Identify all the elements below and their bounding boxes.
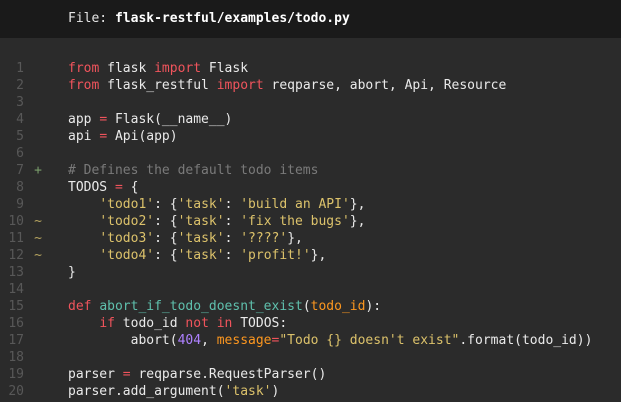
line-number: 1	[16, 61, 24, 76]
code-line: 1 from flask import Flask	[0, 60, 621, 77]
code-line: 17 abort(404, message="Todo {} doesn't e…	[0, 332, 621, 349]
code-text: }	[68, 265, 76, 280]
code-line: 7 + # Defines the default todo items	[0, 162, 621, 179]
git-marker-modified-icon: ~	[34, 231, 42, 246]
line-number: 9	[16, 197, 24, 212]
line-number: 19	[8, 367, 24, 382]
code-line: 3	[0, 94, 621, 111]
code-line: 5 api = Api(app)	[0, 128, 621, 145]
code-line: 16 if todo_id not in TODOS:	[0, 315, 621, 332]
git-marker-modified-icon: ~	[34, 248, 42, 263]
line-number: 20	[8, 384, 24, 399]
line-number: 18	[8, 350, 24, 365]
code-line: 10 ~ 'todo2': {'task': 'fix the bugs'},	[0, 213, 621, 230]
git-marker-none	[28, 111, 48, 128]
code-line: 2 from flask_restful import reqparse, abo…	[0, 77, 621, 94]
code-text: def abort_if_todo_doesnt_exist(todo_id):	[68, 299, 382, 314]
file-header: File: flask-restful/examples/todo.py	[0, 0, 621, 38]
code-area: 1 from flask import Flask 2 from flask_rest…	[0, 38, 621, 400]
git-marker-none	[28, 196, 48, 213]
line-number: 5	[16, 129, 24, 144]
git-marker-none	[28, 281, 48, 298]
git-marker-none	[28, 179, 48, 196]
code-line: 15 def abort_if_todo_doesnt_exist(todo_id…	[0, 298, 621, 315]
code-text: parser = reqparse.RequestParser()	[68, 367, 327, 382]
code-text: TODOS = {	[68, 180, 139, 195]
git-marker-none	[28, 145, 48, 162]
code-text: abort(404, message="Todo {} doesn't exis…	[68, 333, 593, 348]
code-text: 'todo2': {'task': 'fix the bugs'},	[99, 214, 366, 229]
git-marker-none	[28, 298, 48, 315]
line-number: 4	[16, 112, 24, 127]
file-label: File:	[68, 11, 115, 26]
line-number: 6	[16, 146, 24, 161]
git-marker-none	[28, 264, 48, 281]
git-marker-none	[28, 77, 48, 94]
code-line: 11 ~ 'todo3': {'task': '????'},	[0, 230, 621, 247]
line-number: 3	[16, 95, 24, 110]
code-text: 'todo3': {'task': '????'},	[99, 231, 303, 246]
code-line: 14	[0, 281, 621, 298]
git-marker-none	[28, 60, 48, 77]
code-line: 9 'todo1': {'task': 'build an API'},	[0, 196, 621, 213]
git-marker-none	[28, 332, 48, 349]
file-path: flask-restful/examples/todo.py	[114, 11, 350, 26]
code-line: 8 TODOS = {	[0, 179, 621, 196]
code-text: parser.add_argument('task')	[68, 384, 280, 399]
code-line: 18	[0, 349, 621, 366]
line-number: 11	[8, 231, 24, 246]
code-line: 13}	[0, 264, 621, 281]
line-number: 13	[8, 265, 24, 280]
code-text: app = Flask(__name__)	[68, 112, 233, 127]
line-number: 7	[16, 163, 24, 178]
code-text: if todo_id not in TODOS:	[99, 316, 288, 331]
code-line: 20 parser.add_argument('task')	[0, 383, 621, 400]
git-marker-none	[28, 349, 48, 366]
line-number: 10	[8, 214, 24, 229]
line-number: 12	[8, 248, 24, 263]
code-line: 19 parser = reqparse.RequestParser()	[0, 366, 621, 383]
git-marker-none	[28, 94, 48, 111]
code-text: api = Api(app)	[68, 129, 178, 144]
code-text: 'todo4': {'task': 'profit!'},	[99, 248, 327, 263]
git-marker-none	[28, 366, 48, 383]
line-number: 8	[16, 180, 24, 195]
code-line: 6	[0, 145, 621, 162]
code-line: 12 ~ 'todo4': {'task': 'profit!'},	[0, 247, 621, 264]
git-marker-none	[28, 128, 48, 145]
code-text: from flask import Flask	[68, 61, 249, 76]
code-line: 4 app = Flask(__name__)	[0, 111, 621, 128]
line-number: 17	[8, 333, 24, 348]
line-number: 16	[8, 316, 24, 331]
line-number: 15	[8, 299, 24, 314]
line-number: 2	[16, 78, 24, 93]
code-text: # Defines the default todo items	[68, 163, 319, 178]
git-marker-none	[28, 315, 48, 332]
git-marker-none	[28, 383, 48, 400]
code-text: from flask_restful import reqparse, abor…	[68, 78, 507, 93]
git-marker-modified-icon: ~	[34, 214, 42, 229]
line-number: 14	[8, 282, 24, 297]
git-marker-added-icon: +	[34, 163, 42, 178]
code-text: 'todo1': {'task': 'build an API'},	[99, 197, 366, 212]
